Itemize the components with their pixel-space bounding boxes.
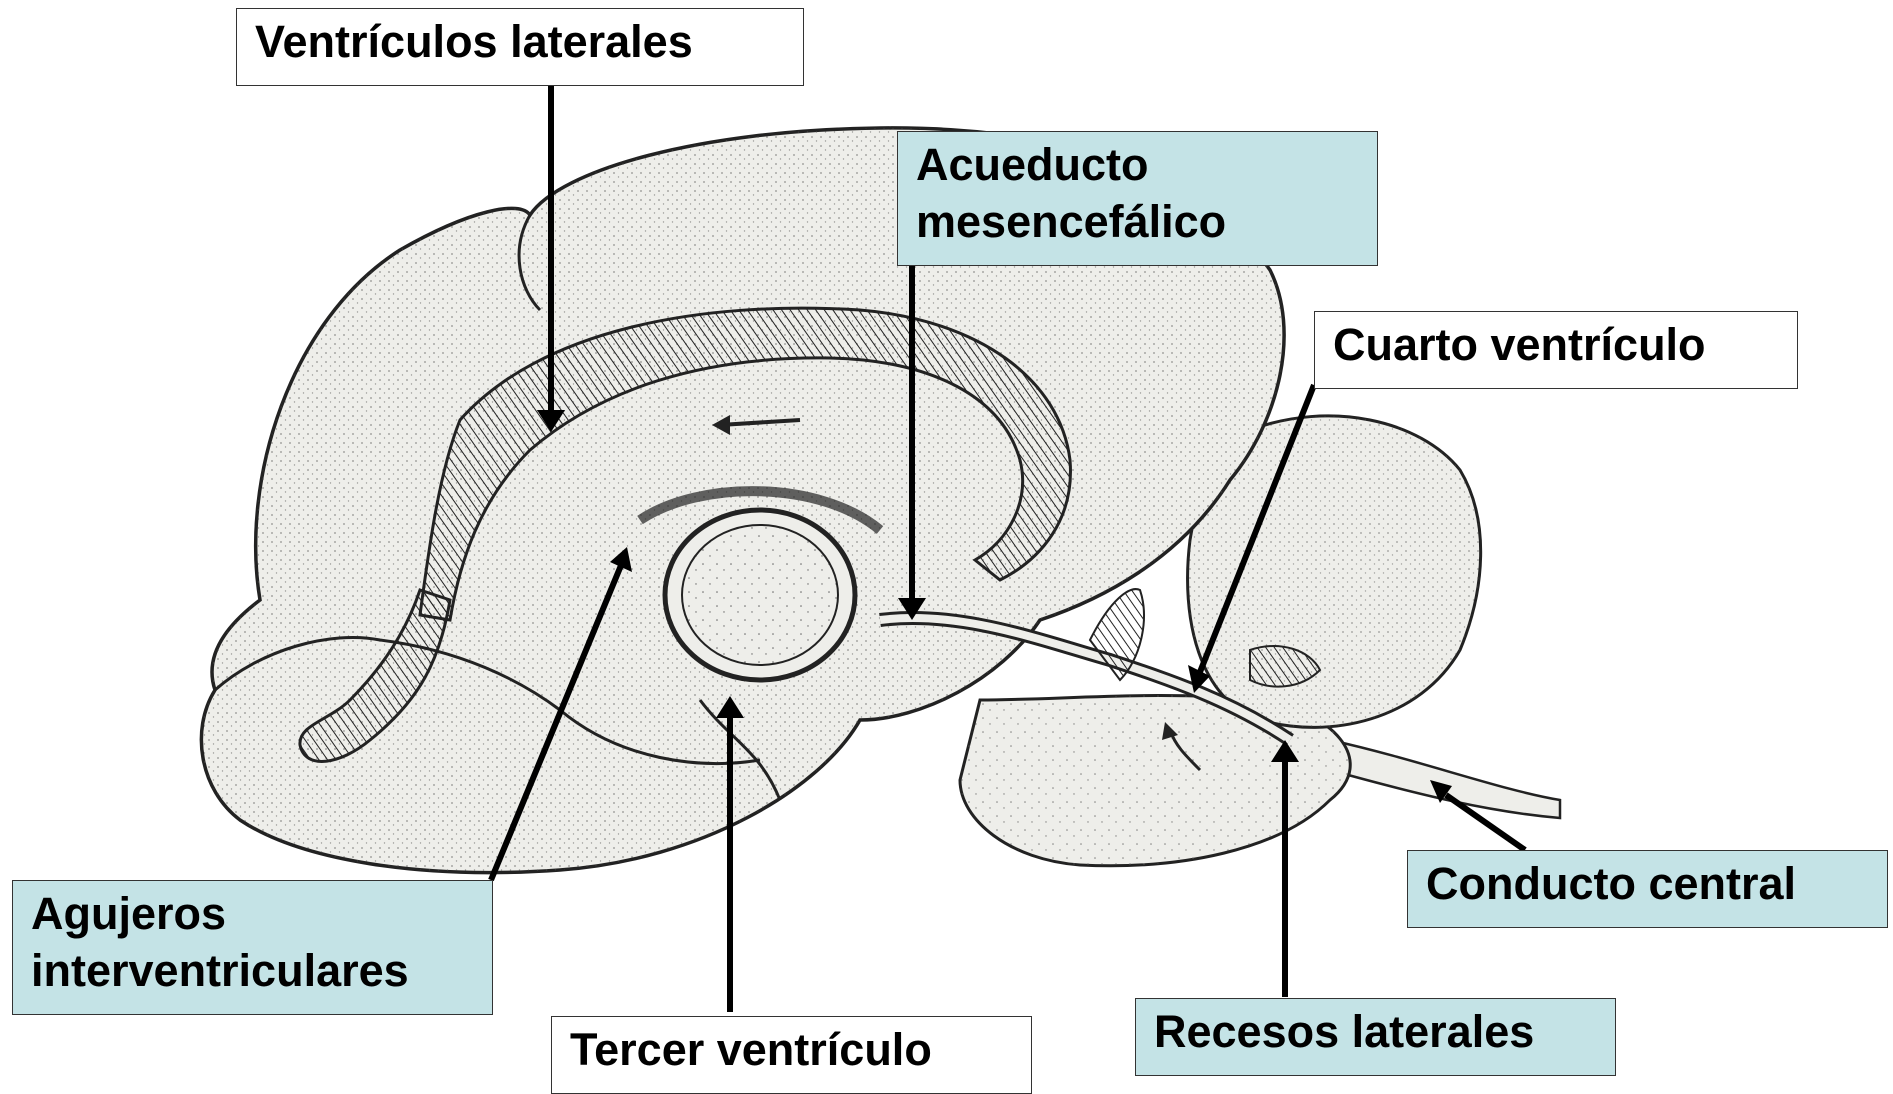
label-tercer-ventriculo-text: Tercer ventrículo [570,1024,932,1075]
spinal-cord [1330,740,1560,818]
label-agujeros-interventriculares: Agujeros interventriculares [12,880,493,1015]
label-conducto-central: Conducto central [1407,850,1888,928]
label-acueducto-mesencefalico: Acueducto mesencefálico [897,131,1378,266]
label-cuarto-ventriculo-text: Cuarto ventrículo [1333,319,1706,370]
label-acueducto-line1: Acueducto [916,136,1359,193]
label-recesos-laterales: Recesos laterales [1135,998,1616,1076]
label-ventriculos-laterales: Ventrículos laterales [236,8,804,86]
label-cuarto-ventriculo: Cuarto ventrículo [1314,311,1798,389]
label-agujeros-line1: Agujeros [31,885,474,942]
label-acueducto-line2: mesencefálico [916,193,1359,250]
label-conducto-central-text: Conducto central [1426,858,1796,909]
label-tercer-ventriculo: Tercer ventrículo [551,1016,1032,1094]
label-ventriculos-laterales-text: Ventrículos laterales [255,16,693,67]
label-recesos-laterales-text: Recesos laterales [1154,1006,1534,1057]
label-agujeros-line2: interventriculares [31,942,474,999]
